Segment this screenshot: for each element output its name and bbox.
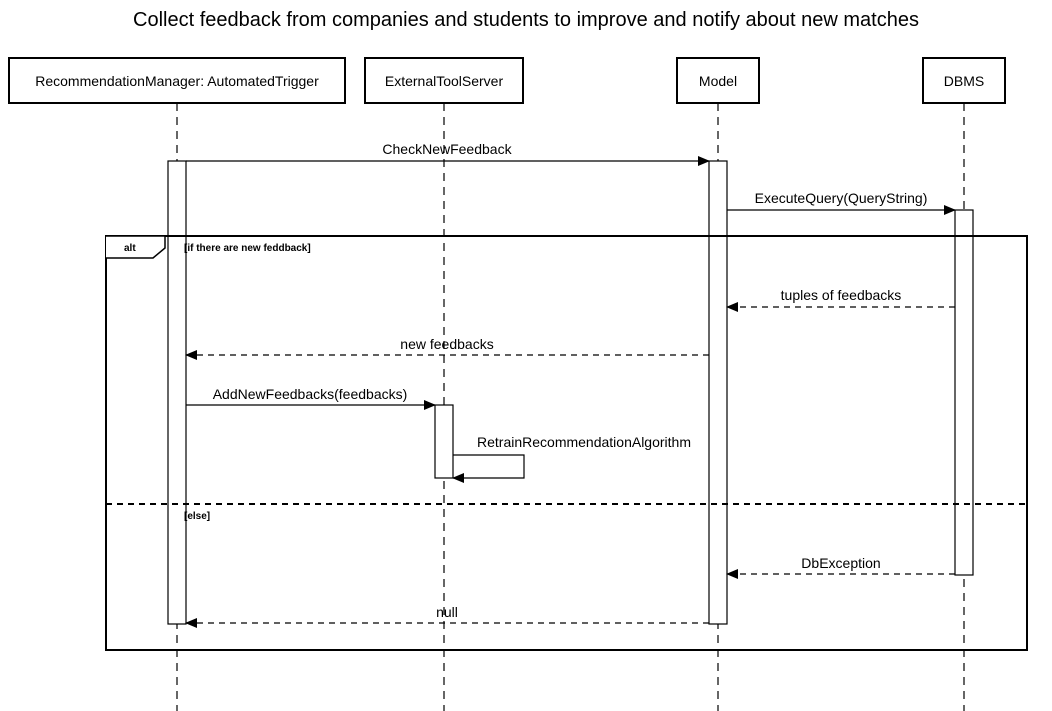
alt-guard-if: [if there are new feddback] [184,243,311,254]
message-retrain-self-call: RetrainRecommendationAlgorithm [452,434,691,483]
activation-external-tool-server [434,404,454,479]
message-db-exception: DbException [726,555,955,579]
message-new-feedbacks: new feedbacks [185,336,709,360]
participant-model: Model [676,57,760,104]
message-label: AddNewFeedbacks(feedbacks) [213,386,408,402]
message-label: ExecuteQuery(QueryString) [755,190,928,206]
diagram-title: Collect feedback from companies and stud… [133,9,919,31]
message-check-new-feedback: CheckNewFeedback [186,141,710,166]
message-label: CheckNewFeedback [382,141,512,157]
activation-model [708,160,728,625]
participant-label: ExternalToolServer [385,73,504,89]
activation-dbms [954,209,974,576]
alt-fragment: alt [if there are new feddback] [else] [105,235,1028,651]
participant-recommendation-manager: RecommendationManager: AutomatedTrigger [8,57,346,104]
participant-external-tool-server: ExternalToolServer [364,57,524,104]
participant-label: RecommendationManager: AutomatedTrigger [35,73,319,89]
message-label: tuples of feedbacks [781,287,902,303]
message-tuples-of-feedbacks: tuples of feedbacks [726,287,955,312]
message-label: DbException [801,555,880,571]
participant-dbms: DBMS [922,57,1006,104]
activation-recommendation-manager [167,160,187,625]
message-label: new feedbacks [400,336,493,352]
message-execute-query: ExecuteQuery(QueryString) [727,190,956,215]
participant-label: DBMS [944,73,984,89]
message-add-new-feedbacks: AddNewFeedbacks(feedbacks) [186,386,436,410]
alt-operator-tab [106,235,166,259]
message-label: RetrainRecommendationAlgorithm [477,434,691,450]
alt-operator-label: alt [124,243,136,254]
message-null-return: null [185,604,709,628]
message-label: null [436,604,458,620]
alt-guard-else: [else] [184,511,210,522]
participant-label: Model [699,73,737,89]
